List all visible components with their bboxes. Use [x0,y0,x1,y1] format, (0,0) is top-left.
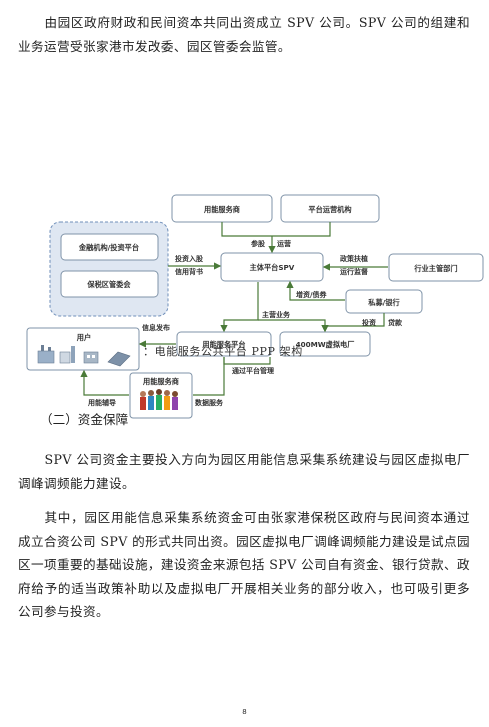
edge-spv-to-service-platform [220,282,259,333]
label-operate: 运营 [277,239,291,248]
edge-energy-assist [80,369,129,396]
label-energy-assist: 用能辅导 [88,398,116,407]
node-bonded-zone-committee: 保税区管委会 [60,270,159,298]
svg-text:用户: 用户 [76,333,91,342]
label-platform-mgmt: 通过平台管理 [232,366,274,375]
factory-icon [37,345,55,364]
label-info-release: 信息发布 [142,323,170,332]
label-investment: 投资 [362,318,376,327]
label-capital-debt: 增资/债券 [296,290,328,299]
node-main-platform-spv: 主体平台SPV [220,252,324,282]
intro-paragraph: 由园区政府财政和民间资本共同出资成立 SPV 公司。SPV 公司的组建和业务运营… [18,15,470,54]
edge-data-service [193,357,225,396]
page-number: 8 [242,707,247,716]
svg-text:平台运营机构: 平台运营机构 [308,205,351,214]
svg-text:主体平台SPV: 主体平台SPV [250,263,295,272]
node-platform-operator: 平台运营机构 [280,194,380,223]
svg-text:保税区管委会: 保税区管委会 [86,280,131,289]
svg-text:私募/银行: 私募/银行 [367,298,400,307]
svg-text:用能服务商: 用能服务商 [203,205,240,214]
label-credit-guarantee: 信用背书 [175,267,203,276]
node-users: 用户 [26,327,140,371]
node-energy-service-top: 用能服务商 [171,194,273,223]
people-icon [140,389,178,410]
svg-text:用能服务商: 用能服务商 [142,377,179,386]
edge-bank-to-spv [286,280,345,301]
svg-text:用能服务平台: 用能服务平台 [201,340,245,349]
edge-spv-to-vpp [258,319,329,333]
node-industry-authority: 行业主管部门 [388,253,484,282]
svg-text:400MW虚拟电厂: 400MW虚拟电厂 [296,340,355,349]
node-energy-service-bottom: 用能服务商 [129,372,193,419]
warehouse-icon [83,351,99,364]
figure-caption: ：电能服务公共平台 PPP 架构 [143,345,303,358]
label-operation-supervision: 运行监督 [340,267,368,276]
edge-top-bracket [221,222,331,237]
node-private-bank: 私募/银行 [345,289,423,314]
label-main-business: 主营业务 [262,310,291,319]
building-icon [107,351,131,367]
label-participate: 参股 [251,239,266,248]
svg-text:金融机构/投资平台: 金融机构/投资平台 [78,243,139,252]
label-loan: 贷款 [388,318,403,327]
label-data-service: 数据服务 [195,398,224,407]
details-paragraph: 其中，园区用能信息采集系统资金可由张家港保税区政府与民间资本通过成立合资公司 S… [18,510,471,619]
label-invest-equity: 投资入股 [175,254,204,263]
plant-icon [59,346,75,364]
node-finance-platform: 金融机构/投资平台 [60,233,159,261]
funding-paragraph: SPV 公司资金主要投入方向为园区用能信息采集系统建设与园区虚拟电厂调峰调频能力… [18,452,470,491]
label-policy-support: 政策扶植 [340,254,368,263]
svg-text:行业主管部门: 行业主管部门 [413,264,457,273]
section-heading: （二）资金保障 [40,412,129,427]
